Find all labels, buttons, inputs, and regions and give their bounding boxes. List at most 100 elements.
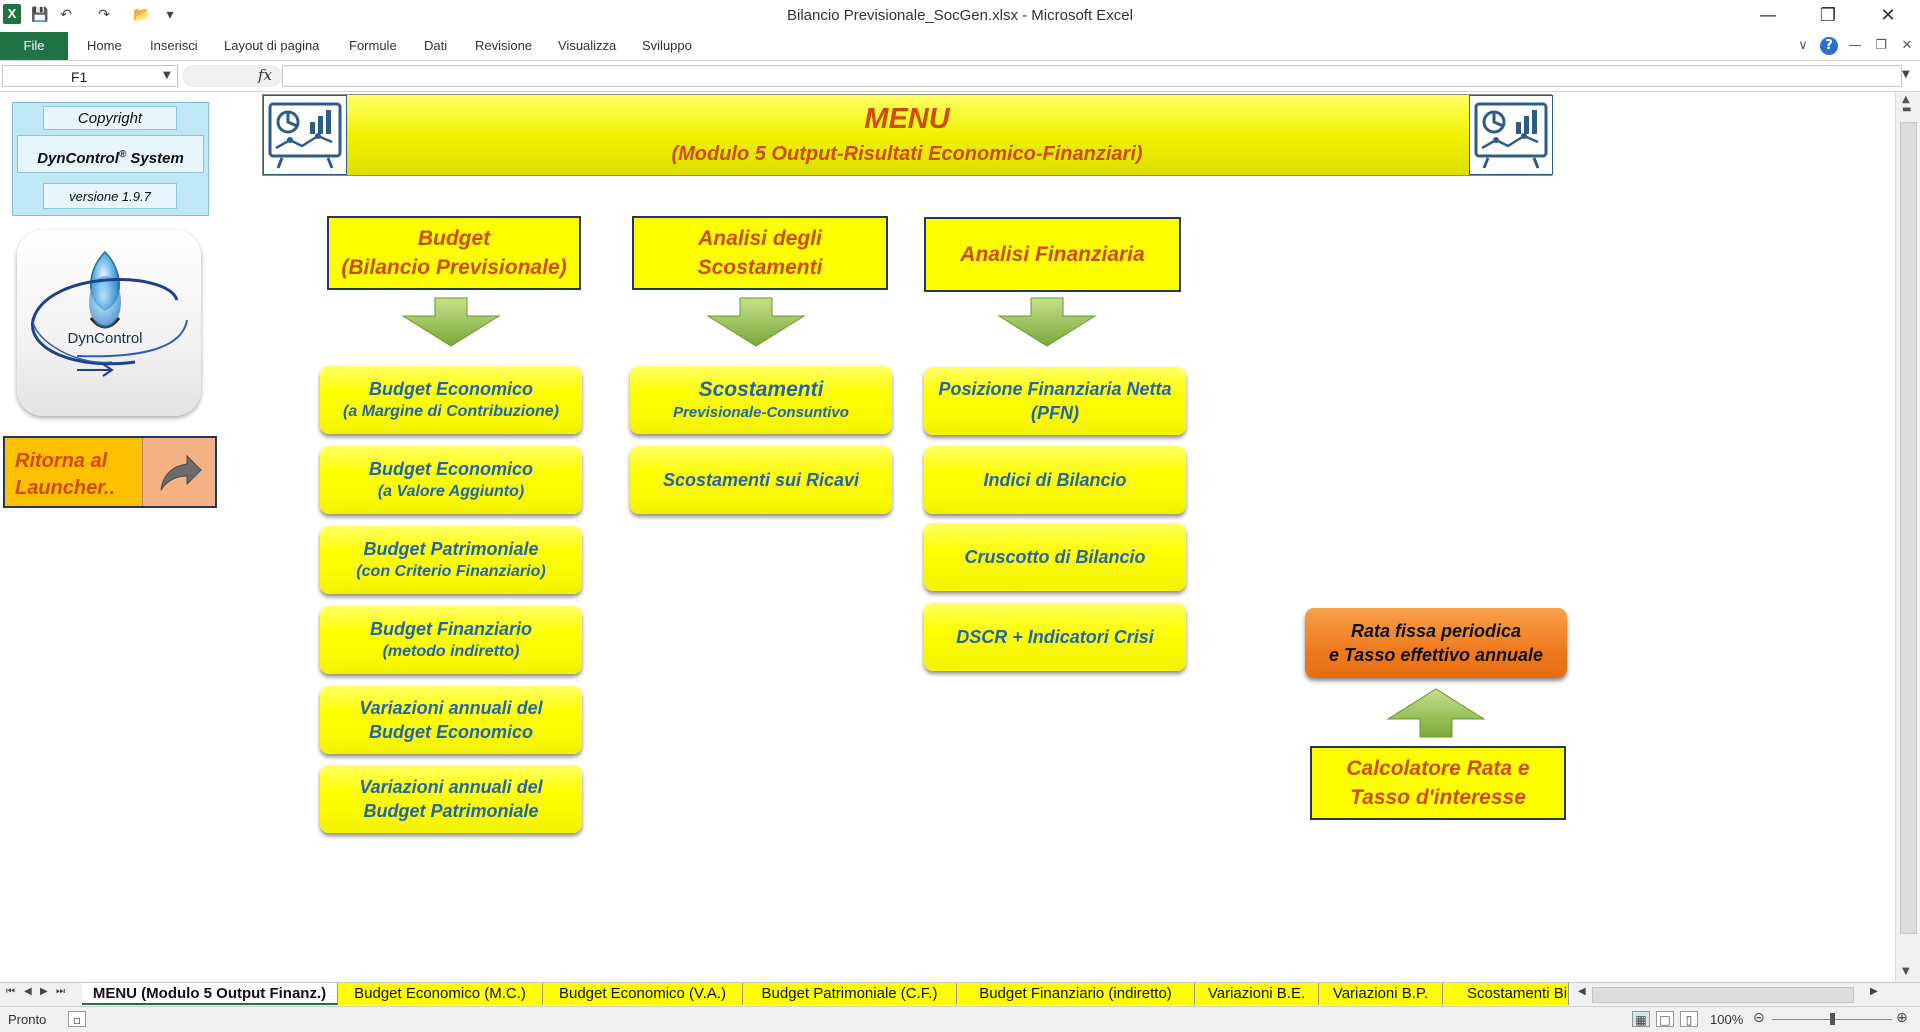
button-line1: Scostamenti sui Ricavi [662,470,860,490]
next-sheet-icon[interactable]: ▶ [40,986,48,997]
title-bar: X 💾 ↶ ↷ 📂 ▾ Bilancio Previsionale_SocGen… [0,0,1920,32]
pfn-button[interactable]: Posizione Finanziaria Netta (PFN) [924,367,1186,435]
rata-tasso-button[interactable]: Rata fissa periodica e Tasso effettivo a… [1305,608,1567,678]
sheet-tab-variazioni-be[interactable]: Variazioni B.E. [1195,983,1319,1005]
vertical-scroll-thumb[interactable] [1900,122,1917,934]
button-line1: Rata fissa periodica [1350,621,1522,641]
first-sheet-icon[interactable]: ⏮ [6,986,15,997]
formula-bar: F1 ▼ fx ▼ [0,61,1920,92]
budget-patrimoniale-button[interactable]: Budget Patrimoniale (con Criterio Finanz… [320,526,582,594]
sheet-tab-scostamenti[interactable]: Scostamenti Bi [1443,983,1569,1005]
restore-button[interactable]: ❐ [1819,5,1837,26]
button-line1: Budget Economico [368,459,533,479]
sheet-tab-budget-economico-mc[interactable]: Budget Economico (M.C.) [338,983,543,1005]
horizontal-scroll-thumb[interactable] [1592,987,1854,1003]
variazioni-budget-patrimoniale-button[interactable]: Variazioni annuali del Budget Patrimonia… [320,765,582,833]
return-to-launcher-button[interactable]: Ritorna al Launcher.. [3,436,217,508]
workbook-close-icon[interactable]: ✕ [1901,38,1913,53]
arrow-down-icon [997,297,1097,347]
customize-qat-icon[interactable]: ▾ [166,7,174,23]
insert-function-icon[interactable]: fx [258,66,273,84]
indici-bilancio-button[interactable]: Indici di Bilancio [924,446,1186,514]
button-line1: Budget Finanziario [370,619,532,639]
variazioni-budget-economico-button[interactable]: Variazioni annuali del Budget Economico [320,686,582,754]
vertical-scrollbar[interactable]: ▲ ▬ ▼ [1895,92,1920,982]
tab-dati[interactable]: Dati [424,38,448,53]
tab-inserisci[interactable]: Inserisci [150,38,198,53]
prev-sheet-icon[interactable]: ◀ [24,986,32,997]
cruscotto-bilancio-button[interactable]: Cruscotto di Bilancio [924,523,1186,591]
sheet-tab-budget-finanziario[interactable]: Budget Finanziario (indiretto) [957,983,1195,1005]
split-handle-icon[interactable]: ▬ [1902,104,1912,115]
button-line2: (a Margine di Contribuzione) [343,403,559,420]
zoom-slider-thumb[interactable] [1829,1013,1835,1025]
version-label: versione 1.9.7 [43,183,177,209]
zoom-level[interactable]: 100% [1710,1012,1744,1027]
workbook-restore-icon[interactable]: ❐ [1875,38,1887,53]
formula-input[interactable] [282,65,1902,87]
excel-app-icon[interactable]: X [3,4,21,24]
hscroll-right-icon[interactable]: ▶ [1870,986,1878,997]
tab-file[interactable]: File [0,32,68,60]
minimize-button[interactable]: — [1759,5,1777,26]
dscr-indicatori-crisi-button[interactable]: DSCR + Indicatori Crisi [924,603,1186,671]
button-line2: Budget Patrimoniale [363,801,539,821]
scostamenti-button[interactable]: Scostamenti Previsionale-Consuntivo [630,366,892,434]
tab-formule[interactable]: Formule [349,38,397,53]
tab-revisione[interactable]: Revisione [475,38,533,53]
last-sheet-icon[interactable]: ⏭ [56,986,65,997]
macro-record-icon[interactable]: ▫ [68,1011,86,1027]
normal-view-icon[interactable]: ▦ [1632,1011,1650,1027]
scroll-up-icon[interactable]: ▲ [1902,94,1910,105]
save-icon[interactable]: 💾 [31,7,49,23]
zoom-in-icon[interactable]: ⊕ [1896,1010,1908,1026]
open-folder-icon[interactable]: 📂 [133,7,151,23]
header-budget: Budget(Bilancio Previsionale) [327,216,581,290]
button-line1: Budget Economico [368,379,533,399]
system-name-label: DynControl® System [17,135,204,173]
scroll-down-icon[interactable]: ▼ [1902,966,1910,977]
sheet-tab-budget-patrimoniale[interactable]: Budget Patrimoniale (C.F.) [743,983,957,1005]
menu-subtitle: (Modulo 5 Output-Risultati Economico-Fin… [671,143,1143,165]
sheet-tab-bar: ⏮ ◀ ▶ ⏭ MENU (Modulo 5 Output Finanz.) B… [0,982,1920,1006]
name-box[interactable]: F1 [2,65,178,87]
button-line2: (a Valore Aggiunto) [377,483,525,500]
arrow-down-icon [401,297,501,347]
budget-finanziario-button[interactable]: Budget Finanziario (metodo indiretto) [320,606,582,674]
button-line1: Variazioni annuali del [359,698,543,718]
budget-economico-mc-button[interactable]: Budget Economico (a Margine di Contribuz… [320,366,582,434]
help-icon[interactable]: ? [1820,37,1838,55]
name-box-dropdown-icon[interactable]: ▼ [163,70,171,81]
sheet-tab-variazioni-bp[interactable]: Variazioni B.P. [1319,983,1443,1005]
window-title: Bilancio Previsionale_SocGen.xlsx - Micr… [787,7,1133,24]
zoom-out-icon[interactable]: ⊝ [1753,1010,1765,1026]
copyright-label: Copyright [43,106,177,130]
collapse-ribbon-icon[interactable]: ∨ [1798,38,1808,53]
page-layout-view-icon[interactable]: □ [1656,1011,1674,1027]
sheet-tab-budget-economico-va[interactable]: Budget Economico (V.A.) [543,983,743,1005]
menu-banner: MENU (Modulo 5 Output-Risultati Economic… [262,94,1553,176]
button-line1: Budget Patrimoniale [363,539,539,559]
header-budget-line2: (Bilancio Previsionale) [341,256,567,279]
close-button[interactable]: ✕ [1880,5,1896,26]
tab-layout[interactable]: Layout di pagina [224,38,320,53]
formula-bar-handle[interactable] [182,65,282,87]
workbook-minimize-icon[interactable]: — [1848,38,1862,53]
page-break-view-icon[interactable]: ▯ [1680,1011,1698,1027]
menu-title: MENU [864,103,950,135]
logo-text: DynControl [67,330,142,347]
button-line2: Budget Economico [368,722,533,742]
redo-icon[interactable]: ↷ [98,7,110,23]
expand-formula-bar-icon[interactable]: ▼ [1902,69,1910,80]
ribbon-tabs: File Home Inserisci Layout di pagina For… [0,32,1920,61]
tab-sviluppo[interactable]: Sviluppo [642,38,692,53]
tab-visualizza[interactable]: Visualizza [558,38,617,53]
hscroll-left-icon[interactable]: ◀ [1578,986,1586,997]
budget-economico-va-button[interactable]: Budget Economico (a Valore Aggiunto) [320,446,582,514]
scostamenti-ricavi-button[interactable]: Scostamenti sui Ricavi [630,446,892,514]
sheet-tab-menu[interactable]: MENU (Modulo 5 Output Finanz.) [82,983,338,1005]
undo-icon[interactable]: ↶ [60,7,72,23]
tab-home[interactable]: Home [87,38,122,53]
button-line2: Previsionale-Consuntivo [673,404,849,421]
